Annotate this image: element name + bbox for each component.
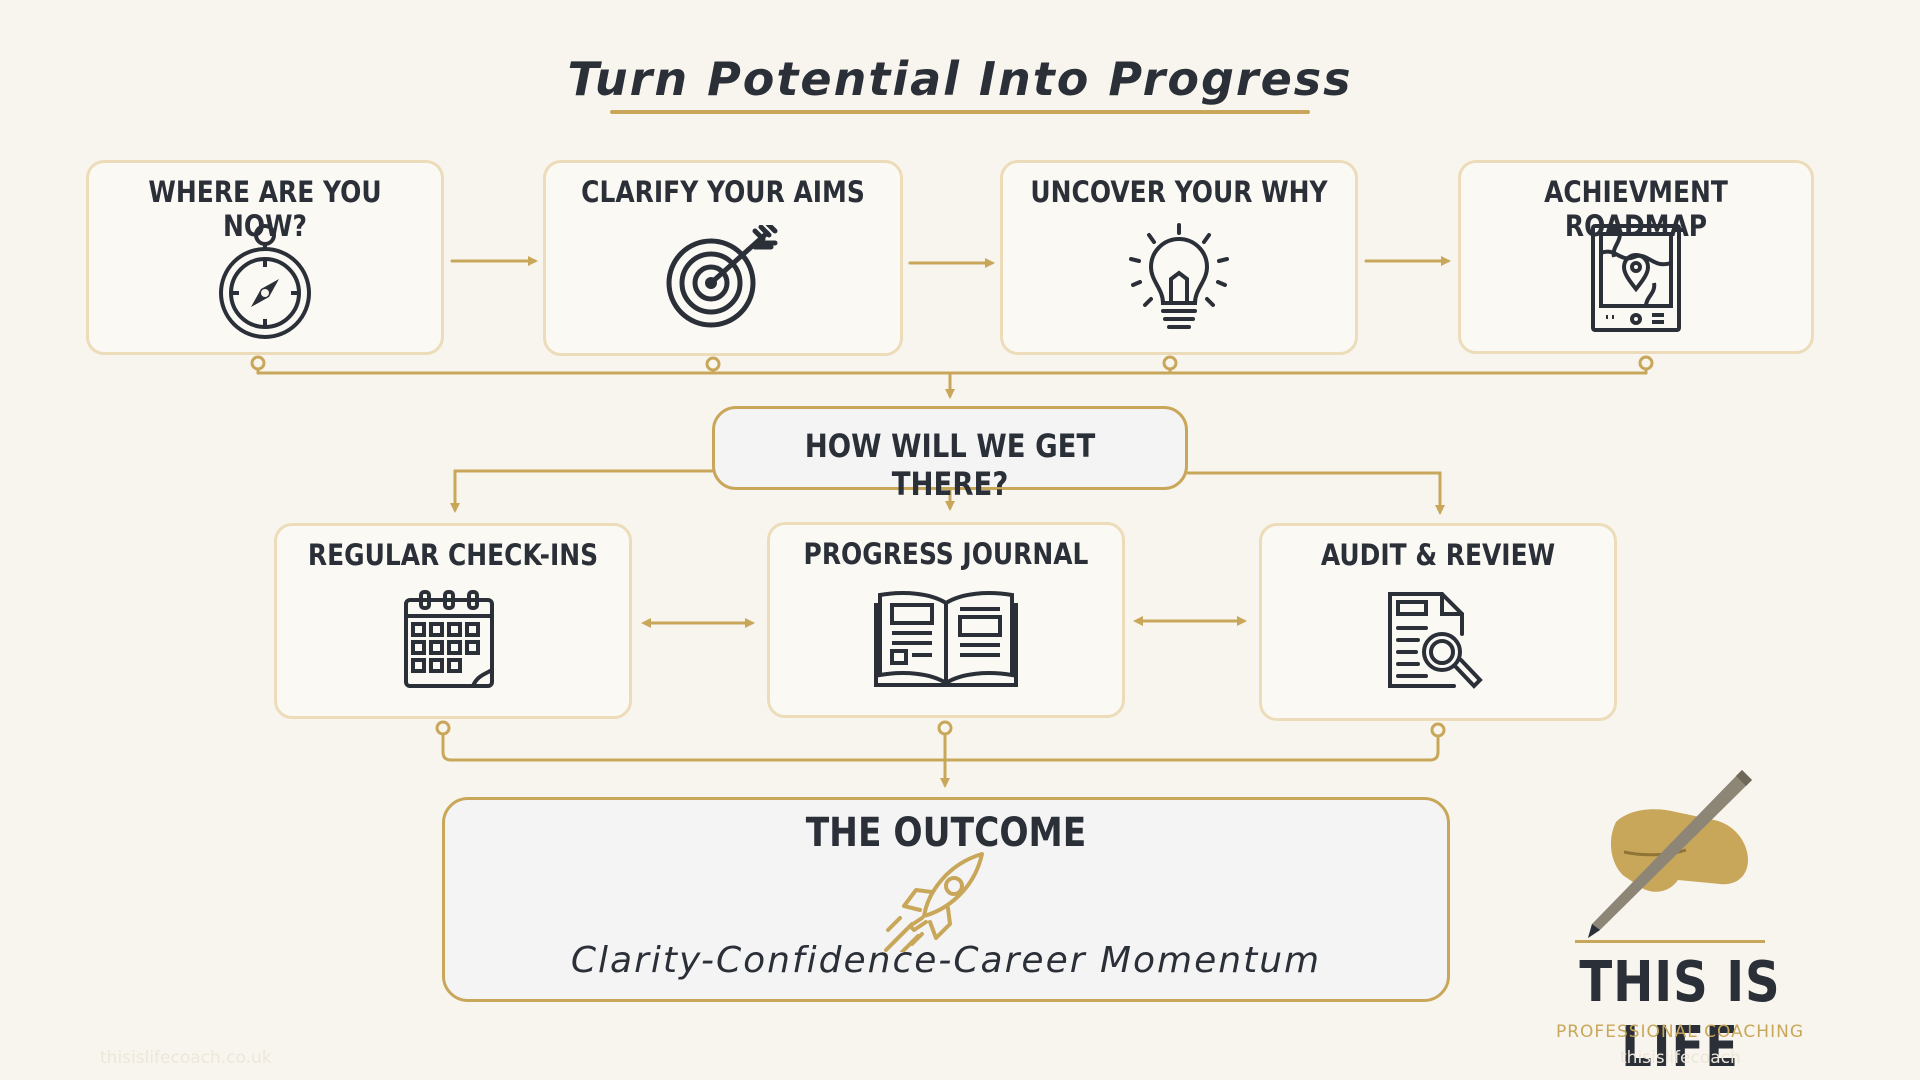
step-label: UNCOVER YOUR WHY	[1030, 175, 1328, 209]
outcome-tagline: Clarity-Confidence-Career Momentum	[570, 940, 1322, 981]
outcome-box: THE OUTCOME Clarity-Confidence-Career Mo…	[442, 797, 1450, 1002]
brand-rule	[1575, 940, 1765, 943]
step-card-clarify-your-aims: CLARIFY YOUR AIMS	[543, 160, 903, 356]
rocket-icon	[884, 852, 984, 952]
step-label: AUDIT & REVIEW	[1320, 538, 1556, 572]
hub-to-checkins	[450, 469, 714, 513]
journal-icon	[874, 591, 1018, 687]
step-card-regular-check-ins: REGULAR CHECK-INS	[274, 523, 632, 719]
target-icon	[666, 225, 778, 328]
step-label: PROGRESS JOURNAL	[803, 537, 1089, 571]
brand-name: THIS IS LIFE	[1579, 950, 1781, 1080]
page-title: Turn Potential Into Progress	[567, 52, 1353, 106]
step-label: CLARIFY YOUR AIMS	[581, 175, 865, 209]
bottom-collector-line	[441, 732, 1440, 762]
outcome-title: THE OUTCOME	[805, 810, 1087, 856]
hub-box: HOW WILL WE GET THERE?	[712, 406, 1188, 503]
step-card-uncover-your-why: UNCOVER YOUR WHY	[1000, 160, 1358, 355]
hub-to-audit	[1186, 471, 1445, 515]
hand-pencil-icon	[1588, 770, 1752, 938]
footer-handle: thisislifecoach	[1620, 1048, 1741, 1068]
footer-website: thisislifecoach.co.uk	[100, 1048, 272, 1068]
compass-icon	[219, 224, 311, 339]
map-icon	[1591, 224, 1681, 332]
step-label: REGULAR CHECK-INS	[307, 538, 599, 572]
calendar-icon	[404, 590, 494, 688]
step-card-achievment-roadmap: ACHIEVMENT ROADMAP	[1458, 160, 1814, 354]
brand-subtitle: PROFESSIONAL COACHING	[1555, 1022, 1804, 1042]
step-card-where-are-you-now: WHERE ARE YOU NOW?	[86, 160, 444, 355]
document-search-icon	[1388, 592, 1483, 689]
step-card-audit-review: AUDIT & REVIEW	[1259, 523, 1617, 721]
step-card-progress-journal: PROGRESS JOURNAL	[767, 522, 1125, 718]
hub-label: HOW WILL WE GET THERE?	[804, 427, 1096, 503]
title-underline	[610, 110, 1310, 114]
lightbulb-icon	[1129, 223, 1229, 329]
